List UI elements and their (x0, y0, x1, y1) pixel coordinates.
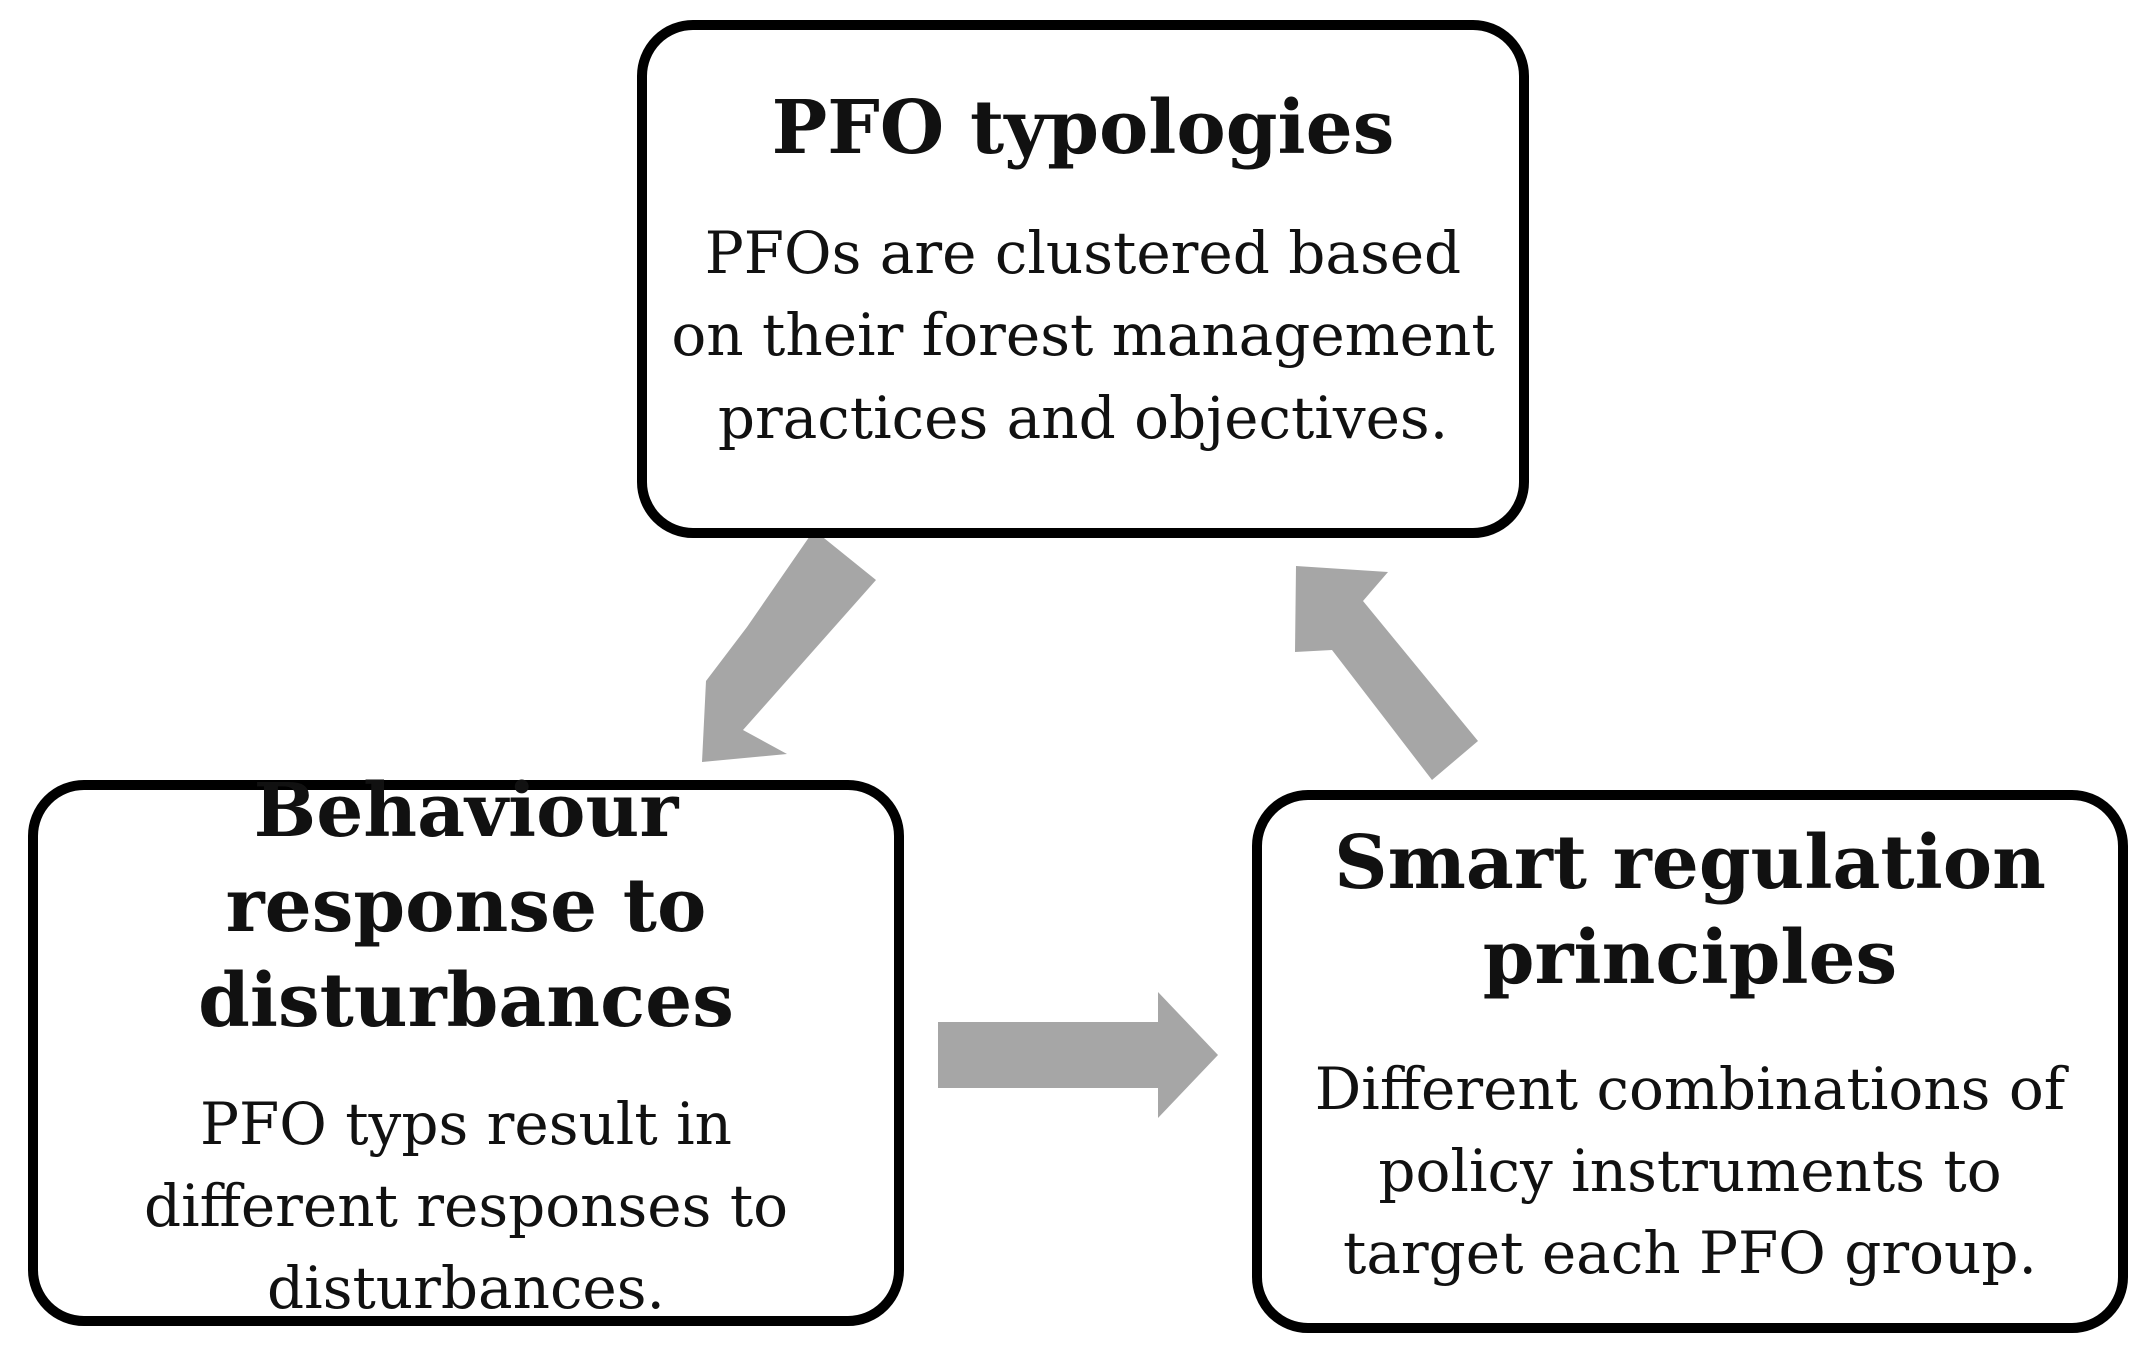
behaviour-response-title: Behaviour response to disturbances (198, 768, 734, 1044)
arrow-left-to-right (938, 992, 1218, 1118)
behaviour-response-box: Behaviour response to disturbances PFO t… (28, 768, 904, 1326)
pfo-typologies-description: PFOs are clustered based on their forest… (671, 218, 1495, 452)
smart-regulation-title: Smart regulation principles (1334, 820, 2046, 1001)
pfo-typologies-box: PFO typologies PFOs are clustered based … (637, 20, 1529, 538)
smart-regulation-description: Different combinations of policy instrum… (1314, 1054, 2066, 1288)
arrow-right-to-top (1295, 566, 1478, 780)
pfo-typologies-title: PFO typologies (771, 85, 1395, 172)
behaviour-response-description: PFO typs result in different responses t… (143, 1089, 789, 1323)
smart-regulation-box: Smart regulation principles Different co… (1252, 790, 2128, 1333)
arrow-top-to-left (702, 530, 876, 762)
